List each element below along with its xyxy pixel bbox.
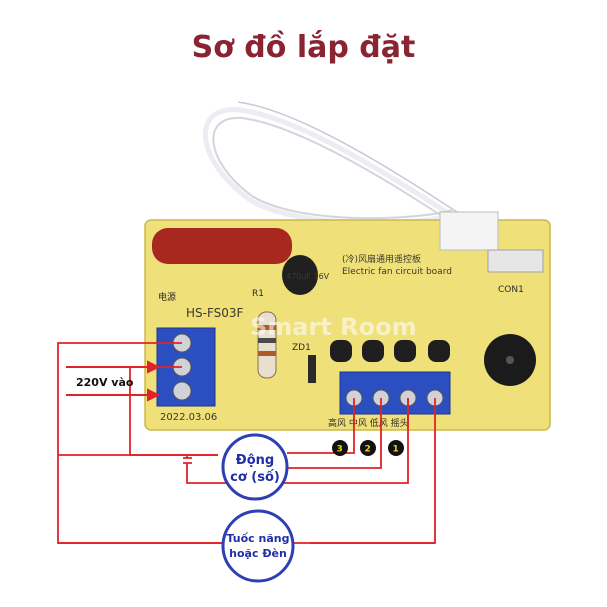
remote-connector: [439, 211, 499, 251]
electrolytic-capacitor: [282, 255, 318, 295]
lamp-node: Tuốc năng hoặc Đèn: [221, 509, 295, 583]
badge-2: 2: [365, 445, 371, 455]
capacitor-label: 470uF 16V: [286, 272, 330, 281]
terminal-badges: 3 2 1: [332, 440, 404, 456]
con1-socket: [487, 249, 544, 273]
diagram-title: Sơ đồ lắp đặt: [191, 30, 416, 65]
input-arrows: [66, 360, 161, 402]
motor-label-line1: Động: [236, 453, 274, 468]
input-voltage-label: 220V vào: [76, 376, 134, 389]
power-label: 电源: [158, 291, 176, 303]
lamp-label-line2: hoặc Đèn: [229, 547, 287, 560]
board-name-cn: (冷)风扇通用遥控板: [342, 253, 421, 265]
pcb-board: 470uF 16V CON1 (冷)风扇通用遥控板 Electric fan c…: [144, 211, 551, 431]
speed-labels: 高风 中风 低风 摇头: [328, 417, 409, 429]
transistors: [330, 340, 450, 362]
zd-label: ZD1: [292, 343, 311, 353]
board-date: 2022.03.06: [160, 412, 217, 423]
badge-1: 1: [393, 445, 399, 455]
badge-3: 3: [337, 445, 343, 455]
diode: [308, 355, 316, 383]
board-name-en: Electric fan circuit board: [342, 267, 452, 277]
r-label: R1: [252, 289, 264, 299]
red-capacitor: [152, 228, 292, 264]
board-model: HS-FS03F: [186, 306, 244, 320]
lamp-label-line1: Tuốc năng: [227, 532, 290, 545]
motor-label-line2: cơ (số): [230, 470, 280, 485]
watermark: Smart Room: [250, 313, 417, 341]
motor-node: Động cơ (số): [221, 433, 289, 501]
connector-label: CON1: [498, 285, 524, 295]
